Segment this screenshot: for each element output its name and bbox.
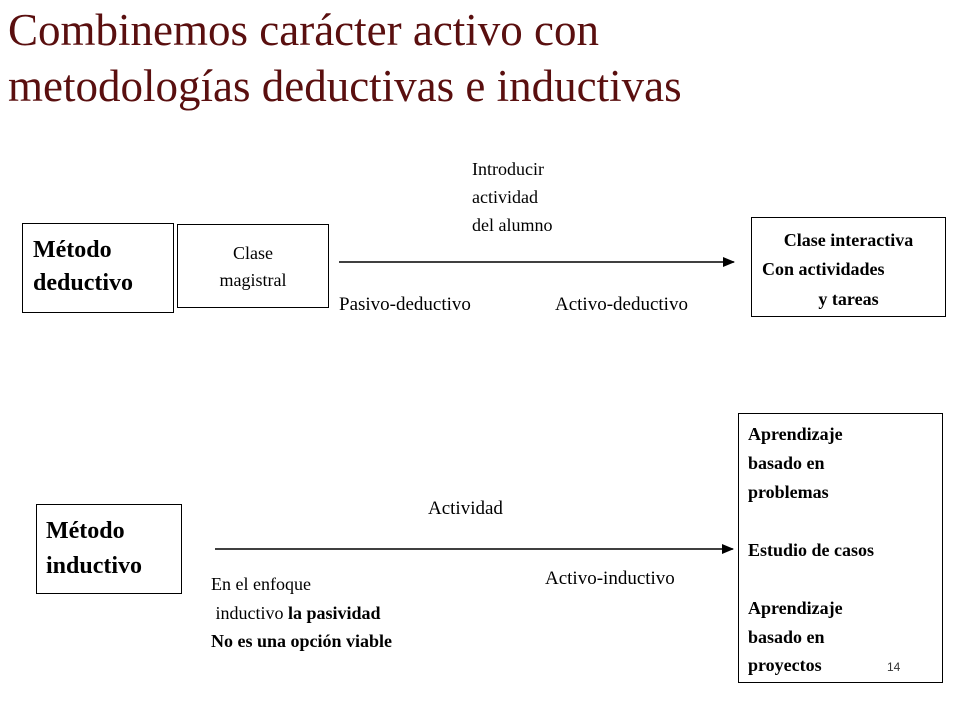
inductive-note-line-2: inductivo la pasividad: [211, 599, 381, 628]
introduce-activity-line-3: del alumno: [472, 215, 553, 235]
active-methods-box: Aprendizaje basado en problemas Estudio …: [738, 413, 943, 683]
slide-title: Combinemos carácter activo con metodolog…: [8, 2, 948, 114]
activity-label: Actividad: [428, 498, 503, 519]
inductive-method-label-line-1: Método: [46, 518, 125, 544]
interactive-class-box: Clase interactiva Con actividades y tare…: [751, 217, 946, 317]
introduce-activity-line-2: actividad: [472, 187, 538, 207]
pbl-problems-line-2: basado en: [748, 453, 825, 473]
interactive-class-line-3: y tareas: [818, 289, 879, 309]
inductive-method-label-line-2: inductivo: [46, 553, 143, 579]
pbl-projects-line-3: proyectos: [748, 655, 822, 675]
pbl-problems-line-3: problemas: [748, 482, 829, 502]
active-deductive-label: Activo-deductivo: [555, 294, 688, 315]
pbl-projects-line-2: basado en: [748, 627, 825, 647]
case-study-line: Estudio de casos: [748, 540, 875, 560]
inductive-method-box: Método inductivo: [36, 504, 182, 594]
pbl-problems-line-1: Aprendizaje: [748, 424, 843, 444]
slide-title-line-2: metodologías deductivas e inductivas: [8, 61, 682, 111]
introduce-activity-line-1: Introducir: [472, 159, 544, 179]
deductive-method-box: Método deductivo: [22, 223, 174, 313]
inductive-note-line-2-plain: inductivo: [211, 603, 288, 623]
pbl-projects-line-1: Aprendizaje: [748, 598, 843, 618]
slide-title-line-1: Combinemos carácter activo con: [8, 5, 600, 55]
deductive-method-label-line-1: Método: [33, 237, 112, 263]
slide-number: 14: [887, 660, 901, 674]
deductive-method-label-line-2: deductivo: [33, 270, 134, 296]
active-inductive-label: Activo-inductivo: [545, 568, 675, 589]
inductive-note-line-3: No es una opción viable: [211, 631, 393, 651]
interactive-class-line-2: Con actividades: [762, 259, 885, 279]
passive-deductive-label: Pasivo-deductivo: [339, 294, 471, 315]
lecture-class-box: Clase magistral: [177, 224, 329, 308]
inductive-note-line-1: En el enfoque: [211, 574, 311, 594]
lecture-class-label-line-1: Clase: [233, 243, 273, 263]
interactive-class-line-1: Clase interactiva: [783, 230, 914, 250]
inductive-note-line-2-bold: la pasividad: [288, 603, 381, 623]
lecture-class-label-line-2: magistral: [219, 270, 287, 290]
